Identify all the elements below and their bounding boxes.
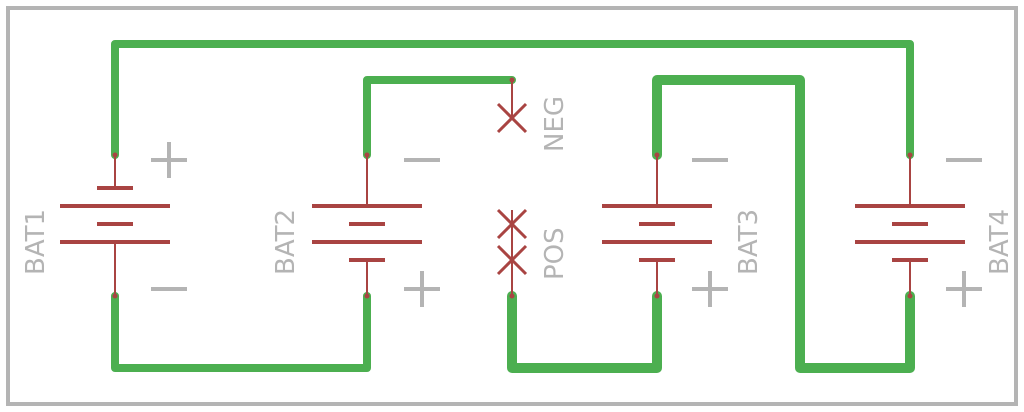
pos-connector-label: POS: [540, 227, 570, 280]
bat4-bottom-sign: [946, 271, 982, 307]
trace-bat3-neg: [652, 75, 915, 373]
trace-bat1-bat2: [111, 292, 371, 372]
trace-bat2-neg: [363, 76, 516, 159]
trace-top-loop: [111, 40, 914, 159]
bat1-top-sign: [151, 142, 187, 178]
battery-bat2: [312, 155, 422, 296]
bat3-bottom-sign: [692, 271, 728, 307]
polarity-signs: [151, 142, 982, 307]
bat1-label: BAT1: [21, 209, 51, 275]
connector-pos-pin: [496, 208, 528, 296]
trace-pos-bat3: [507, 291, 662, 373]
neg-connector-label: NEG: [540, 96, 570, 152]
connector-neg-pin: [496, 80, 528, 134]
bat2-bottom-sign: [404, 271, 440, 307]
battery-bat4: [855, 155, 965, 296]
pad-markers: [112, 77, 913, 299]
board-outline: [6, 6, 1018, 406]
battery-bat1: [60, 155, 170, 296]
bat3-label: BAT3: [734, 209, 764, 275]
traces: [111, 40, 915, 373]
bat4-label: BAT4: [985, 209, 1015, 275]
battery-bat3: [602, 155, 712, 296]
bat2-label: BAT2: [271, 209, 301, 275]
